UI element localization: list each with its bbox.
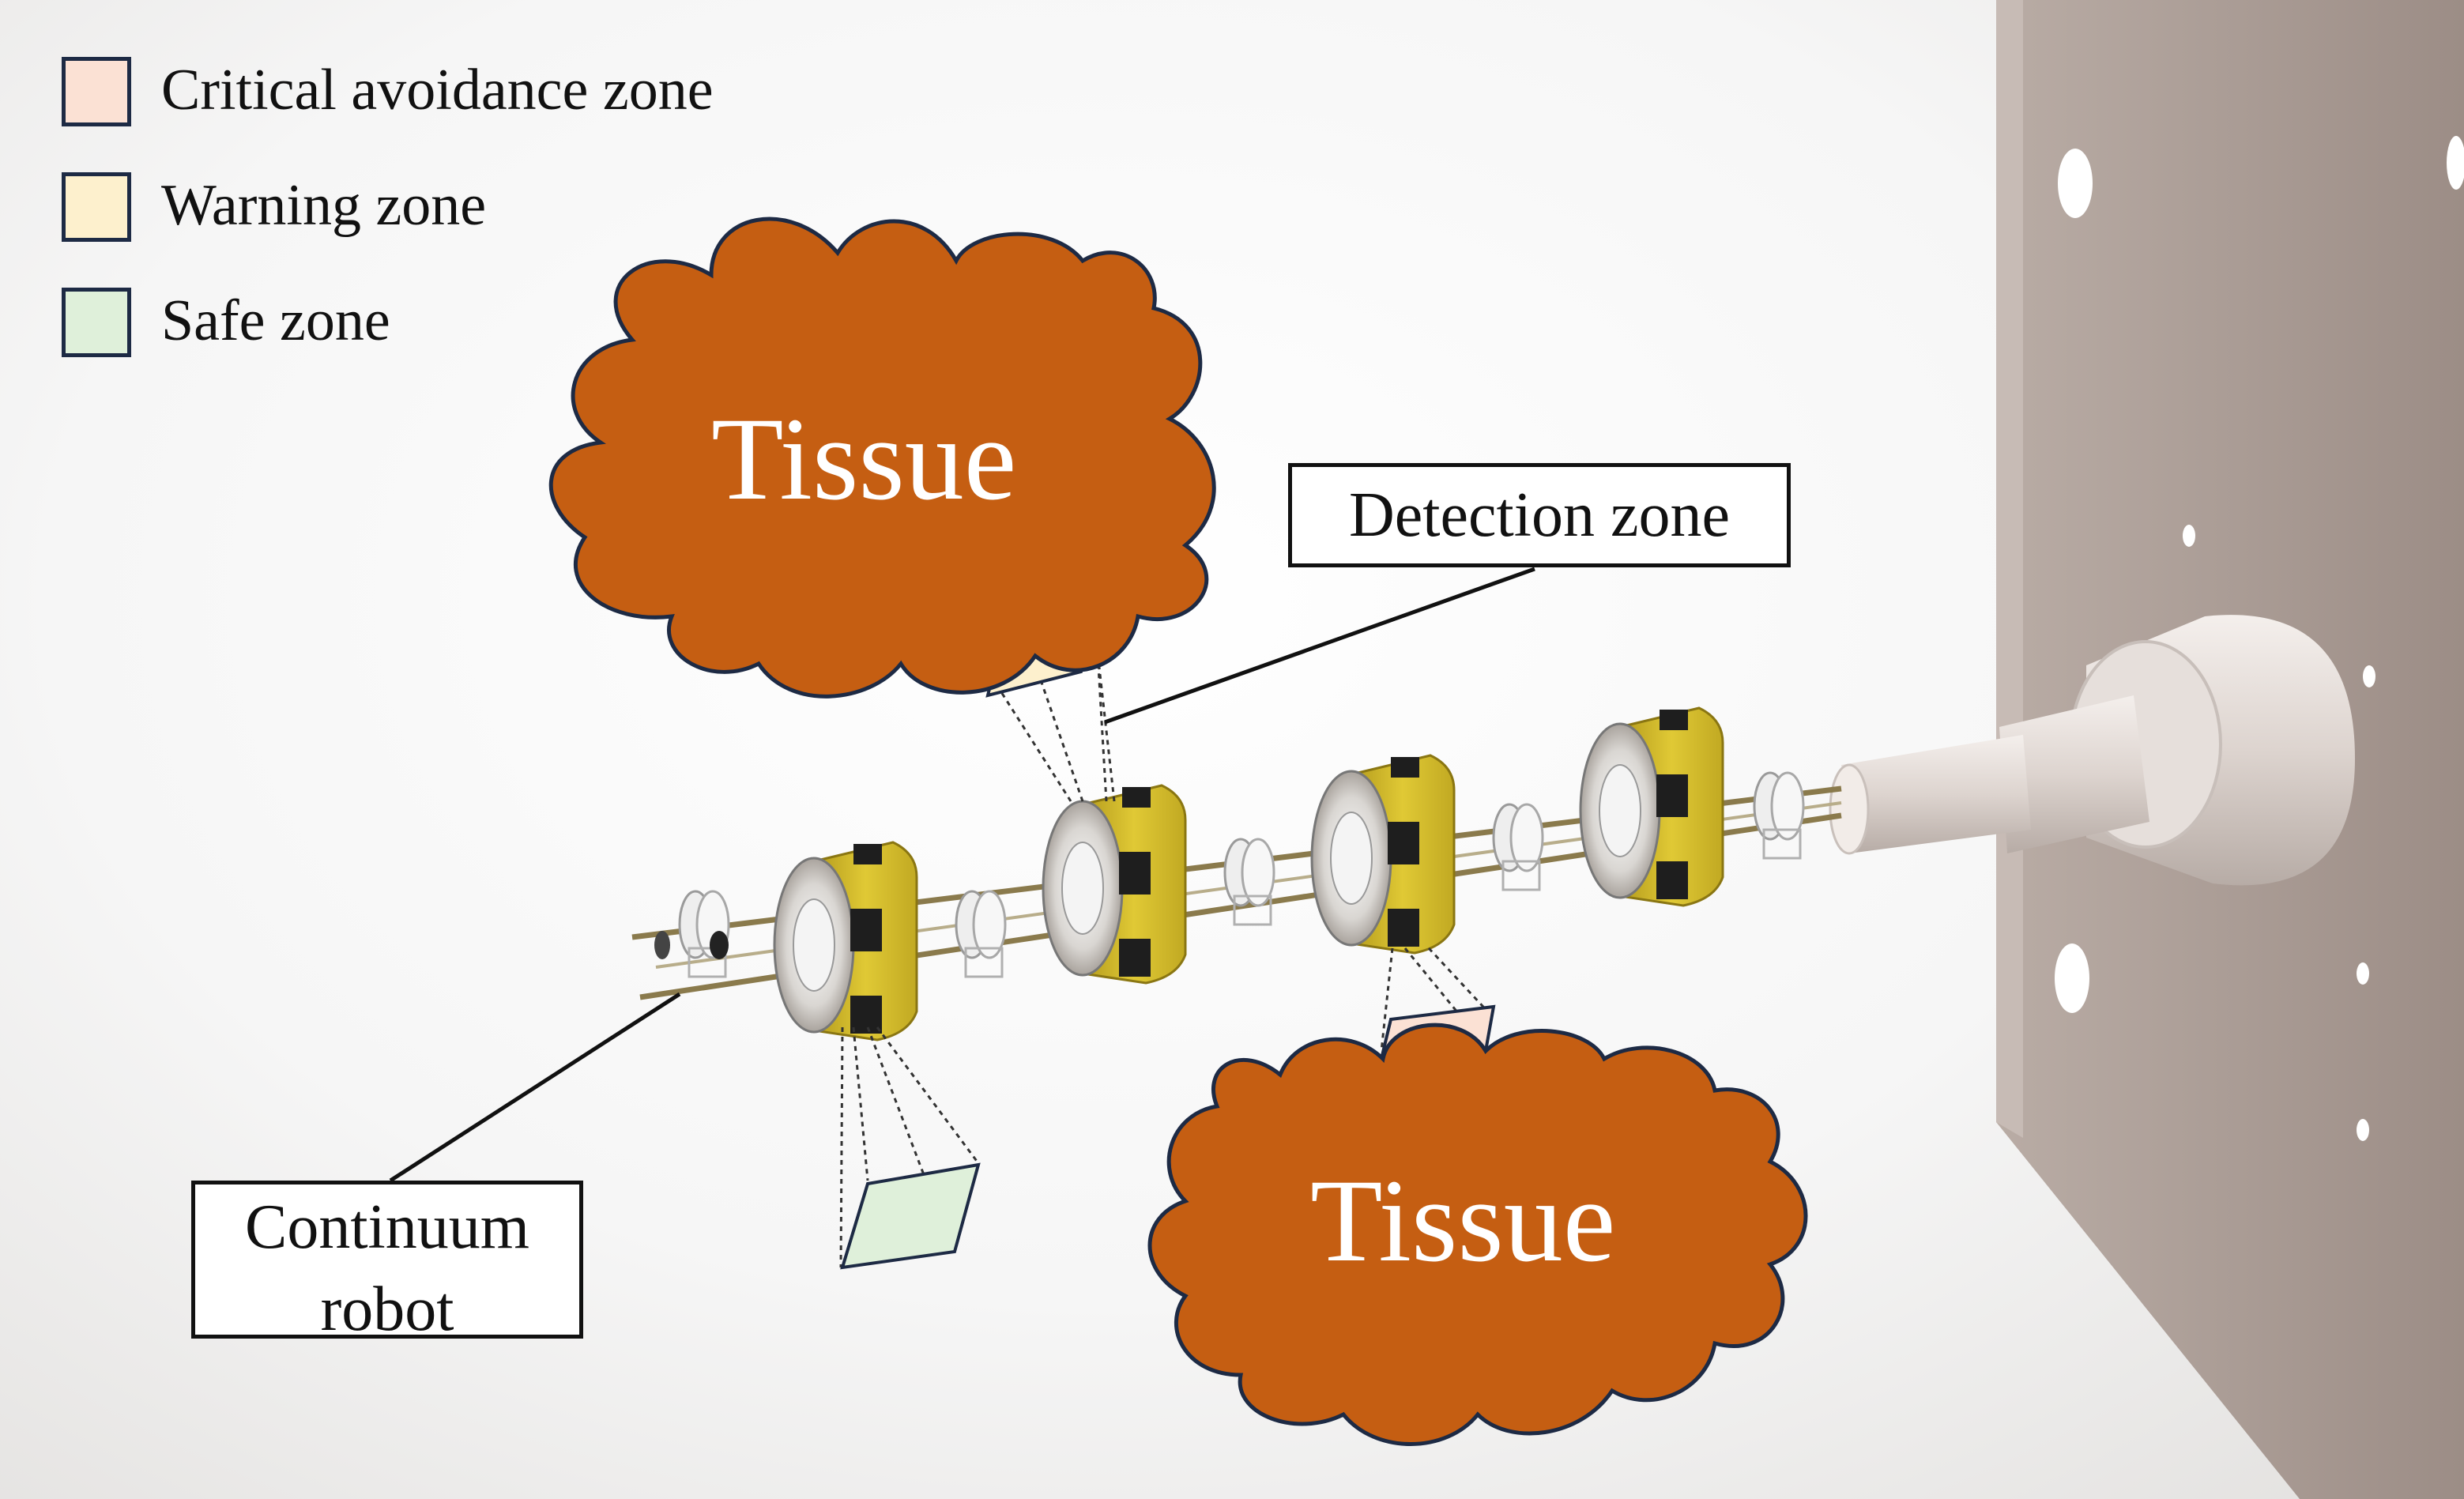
legend-label-warning: Warning zone (161, 173, 487, 238)
sensor-icon (850, 909, 882, 951)
spacer-disc (955, 890, 1007, 978)
legend-label-safe: Safe zone (161, 288, 390, 353)
sensor-icon (1119, 939, 1151, 977)
robot-tip (654, 931, 729, 959)
tissue-bottom-label: Tissue (1310, 1155, 1616, 1286)
sensor-icon (1656, 861, 1688, 899)
tissue-bottom-cloud (1147, 1023, 1808, 1446)
sensor-rings (773, 706, 1724, 1041)
sensor-ring (1310, 754, 1456, 955)
sensor-icon (850, 996, 882, 1034)
sensor-icon (1656, 774, 1688, 817)
legend-label-critical: Critical avoidance zone (161, 58, 714, 122)
mount-hole-icon (2447, 136, 2464, 190)
continuum-robot-leader (389, 992, 681, 1183)
safe-zone-patch (840, 1162, 981, 1270)
base-shaft (1829, 615, 2355, 886)
sensor-icon (1122, 787, 1151, 808)
sensor-ring (773, 841, 918, 1041)
sensor-icon (1388, 909, 1419, 947)
detection-zone-label: Detection zone (1349, 480, 1730, 550)
tissue-top-cloud (548, 217, 1216, 699)
detection-zone-leader (1104, 567, 1535, 725)
legend-swatch-critical (62, 57, 131, 126)
tissue-top-label: Tissue (711, 394, 1017, 525)
mount-hole-icon (2055, 943, 2089, 1013)
sensor-icon (1388, 822, 1419, 864)
spacer-disc (1223, 838, 1275, 926)
sensor-ring (1579, 706, 1724, 907)
sensor-icon (853, 844, 882, 864)
sensor-icon (1660, 710, 1688, 730)
sensor-icon (1391, 757, 1419, 778)
continuum-robot-callout: Continuum robot (191, 1181, 583, 1344)
legend-swatch-warning (62, 172, 131, 242)
detection-cone-bottom-right (1380, 947, 1494, 1052)
continuum-robot-label-line1: Continuum (244, 1192, 530, 1262)
mount-hole-icon (2058, 149, 2093, 218)
spacer-disc (1753, 771, 1805, 860)
sensor-icon (1119, 852, 1151, 895)
legend-swatch-safe (62, 288, 131, 357)
detection-zone-callout: Detection zone (1288, 463, 1791, 567)
sensor-ring (1042, 784, 1187, 985)
continuum-robot-label-line2: robot (320, 1275, 454, 1344)
spacer-disc (1492, 803, 1544, 891)
